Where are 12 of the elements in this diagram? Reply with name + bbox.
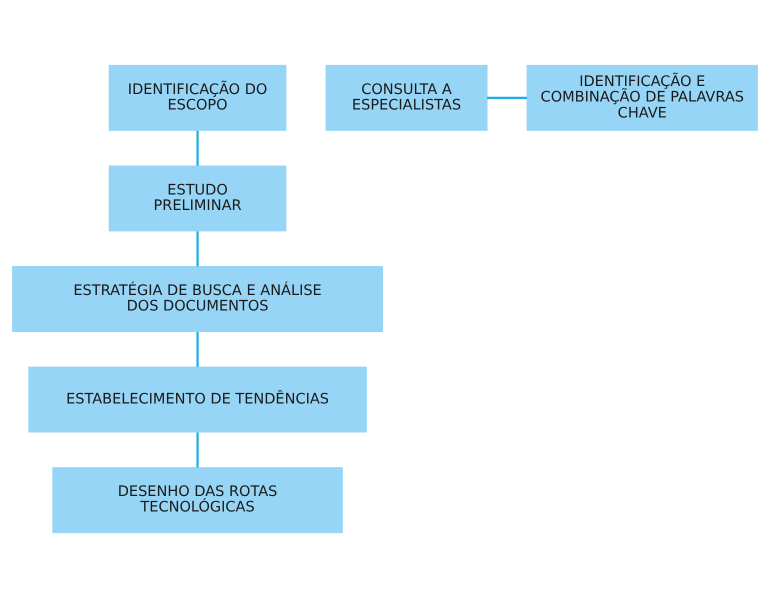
node-box: ESTRATÉGIA DE BUSCA E ANÁLISE DOS DOCUMENTOS [12, 266, 384, 332]
node-box: IDENTIFICAÇÃO E COMBINAÇÃO DE PALAVRAS CHAVE [526, 64, 758, 131]
connector [196, 231, 199, 266]
connector [196, 432, 199, 468]
node-box: DESENHO DAS ROTAS TECNOLÓGICAS [52, 467, 343, 534]
connector [196, 332, 199, 367]
node-box: CONSULTA A ESPECIALISTAS [326, 64, 488, 131]
node-box: IDENTIFICAÇÃO DO ESCOPO [108, 64, 286, 131]
node-box: ESTABELECIMENTO DE TENDÊNCIAS [28, 366, 367, 433]
connector [486, 96, 528, 99]
node-box: ESTUDO PRELIMINAR [108, 165, 286, 232]
connector [196, 130, 199, 166]
